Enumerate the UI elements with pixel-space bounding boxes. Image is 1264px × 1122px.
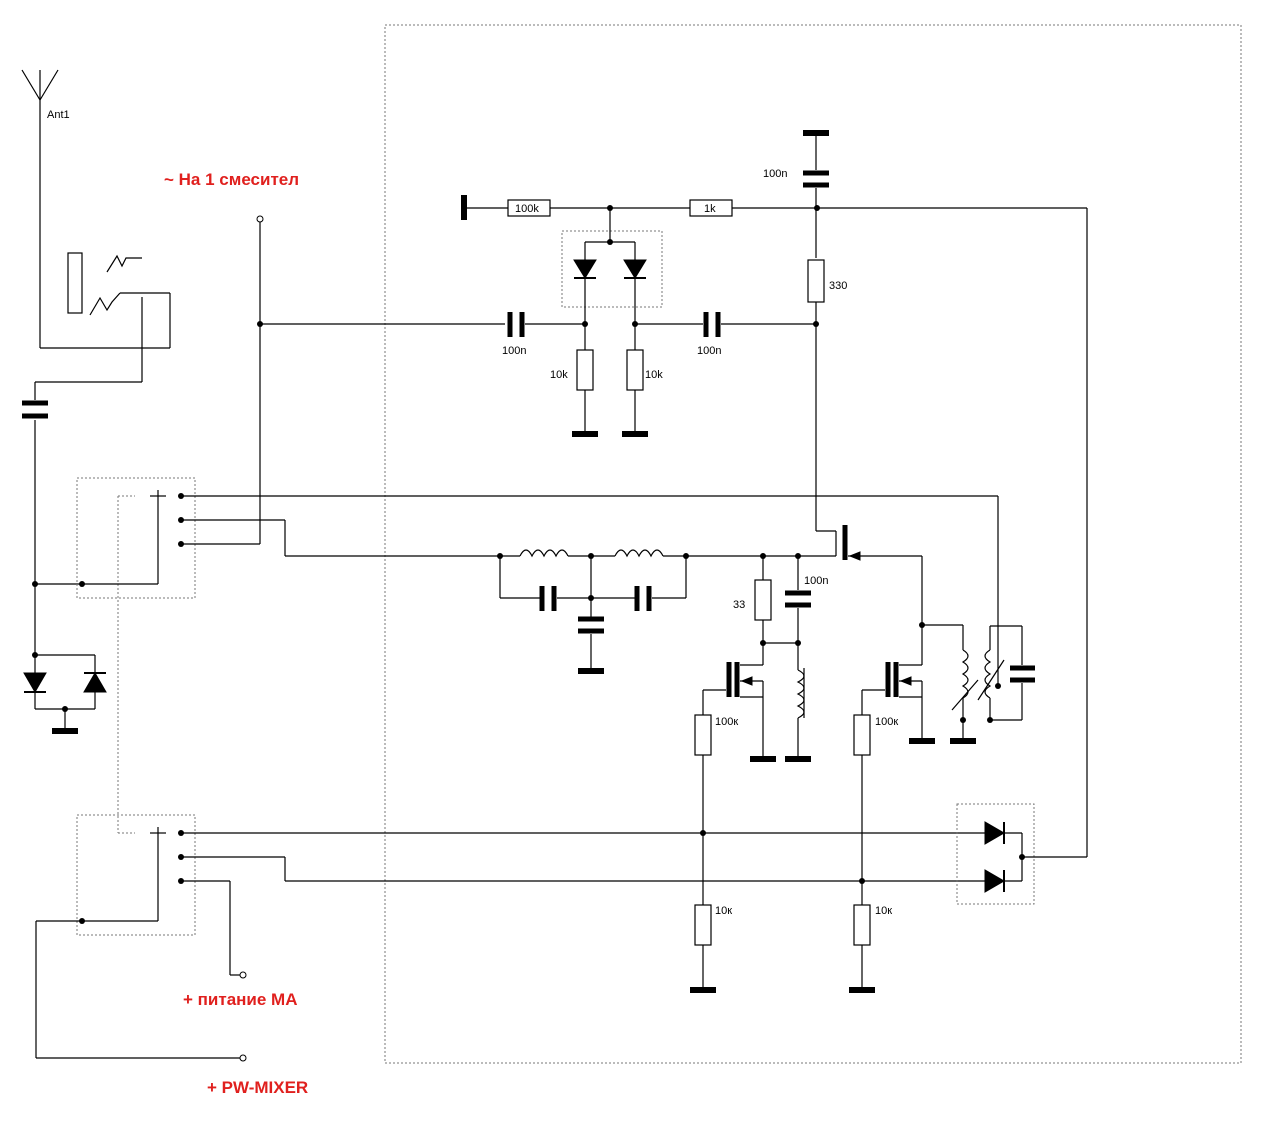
label-10k-left: 10k bbox=[550, 369, 568, 381]
antenna-label: Ant1 bbox=[47, 109, 70, 121]
capacitor-filter-1 bbox=[539, 586, 557, 611]
board-outline bbox=[384, 24, 1242, 1064]
connector-bottom bbox=[76, 814, 196, 936]
label-100n-top: 100n bbox=[763, 168, 787, 180]
capacitor-100n-mid bbox=[785, 590, 811, 608]
capacitor-filter-2 bbox=[634, 586, 652, 611]
fet-q2 bbox=[861, 625, 923, 740]
resistor-10k-right bbox=[626, 349, 644, 391]
resistor-10k-left bbox=[576, 349, 594, 391]
pw-mixer-label: + PW-MIXER bbox=[207, 1078, 308, 1097]
diode-pair-top bbox=[561, 230, 663, 308]
label-100k-q1: 100к bbox=[715, 716, 738, 728]
label-100n-right: 100n bbox=[697, 345, 721, 357]
label-10k-b1: 10к bbox=[715, 905, 732, 917]
capacitor-100n-right bbox=[703, 312, 721, 337]
capacitor-100n-left bbox=[507, 312, 525, 337]
label-1k: 1k bbox=[704, 203, 716, 215]
resistor-10k-b2 bbox=[853, 904, 871, 946]
label-100k-top: 100k bbox=[515, 203, 539, 215]
input-filter-block bbox=[67, 252, 143, 382]
antenna-symbol bbox=[21, 69, 59, 348]
mixer1-label: ~ На 1 смесител bbox=[164, 170, 299, 189]
resistor-33 bbox=[754, 579, 772, 621]
tuned-transformer bbox=[922, 496, 1035, 740]
label-100n-mid: 100n bbox=[804, 575, 828, 587]
switch-transistor bbox=[835, 525, 922, 561]
label-100k-q2: 100к bbox=[875, 716, 898, 728]
resistor-100k-q1 bbox=[694, 714, 712, 756]
label-330: 330 bbox=[829, 280, 847, 292]
resistor-10k-b1 bbox=[694, 904, 712, 946]
diode-pair-bottom bbox=[956, 803, 1035, 905]
label-100n-left: 100n bbox=[502, 345, 526, 357]
capacitor-filter-shunt bbox=[578, 616, 604, 634]
label-33: 33 bbox=[733, 599, 745, 611]
inductor-1 bbox=[519, 549, 569, 558]
label-10k-b2: 10к bbox=[875, 905, 892, 917]
label-10k-right: 10k bbox=[645, 369, 663, 381]
input-capacitor bbox=[22, 400, 48, 419]
resistor-330 bbox=[807, 259, 825, 303]
power-ma-label: + питание МА bbox=[183, 990, 297, 1009]
inductor-2 bbox=[614, 549, 664, 558]
or-diodes bbox=[984, 821, 1087, 893]
capacitor-100n-top bbox=[803, 170, 829, 188]
resistor-100k-q2 bbox=[853, 714, 871, 756]
inductor-3 bbox=[796, 669, 805, 719]
connector-top bbox=[76, 477, 196, 599]
protection-diodes bbox=[23, 652, 107, 730]
fet-q1 bbox=[702, 643, 764, 757]
